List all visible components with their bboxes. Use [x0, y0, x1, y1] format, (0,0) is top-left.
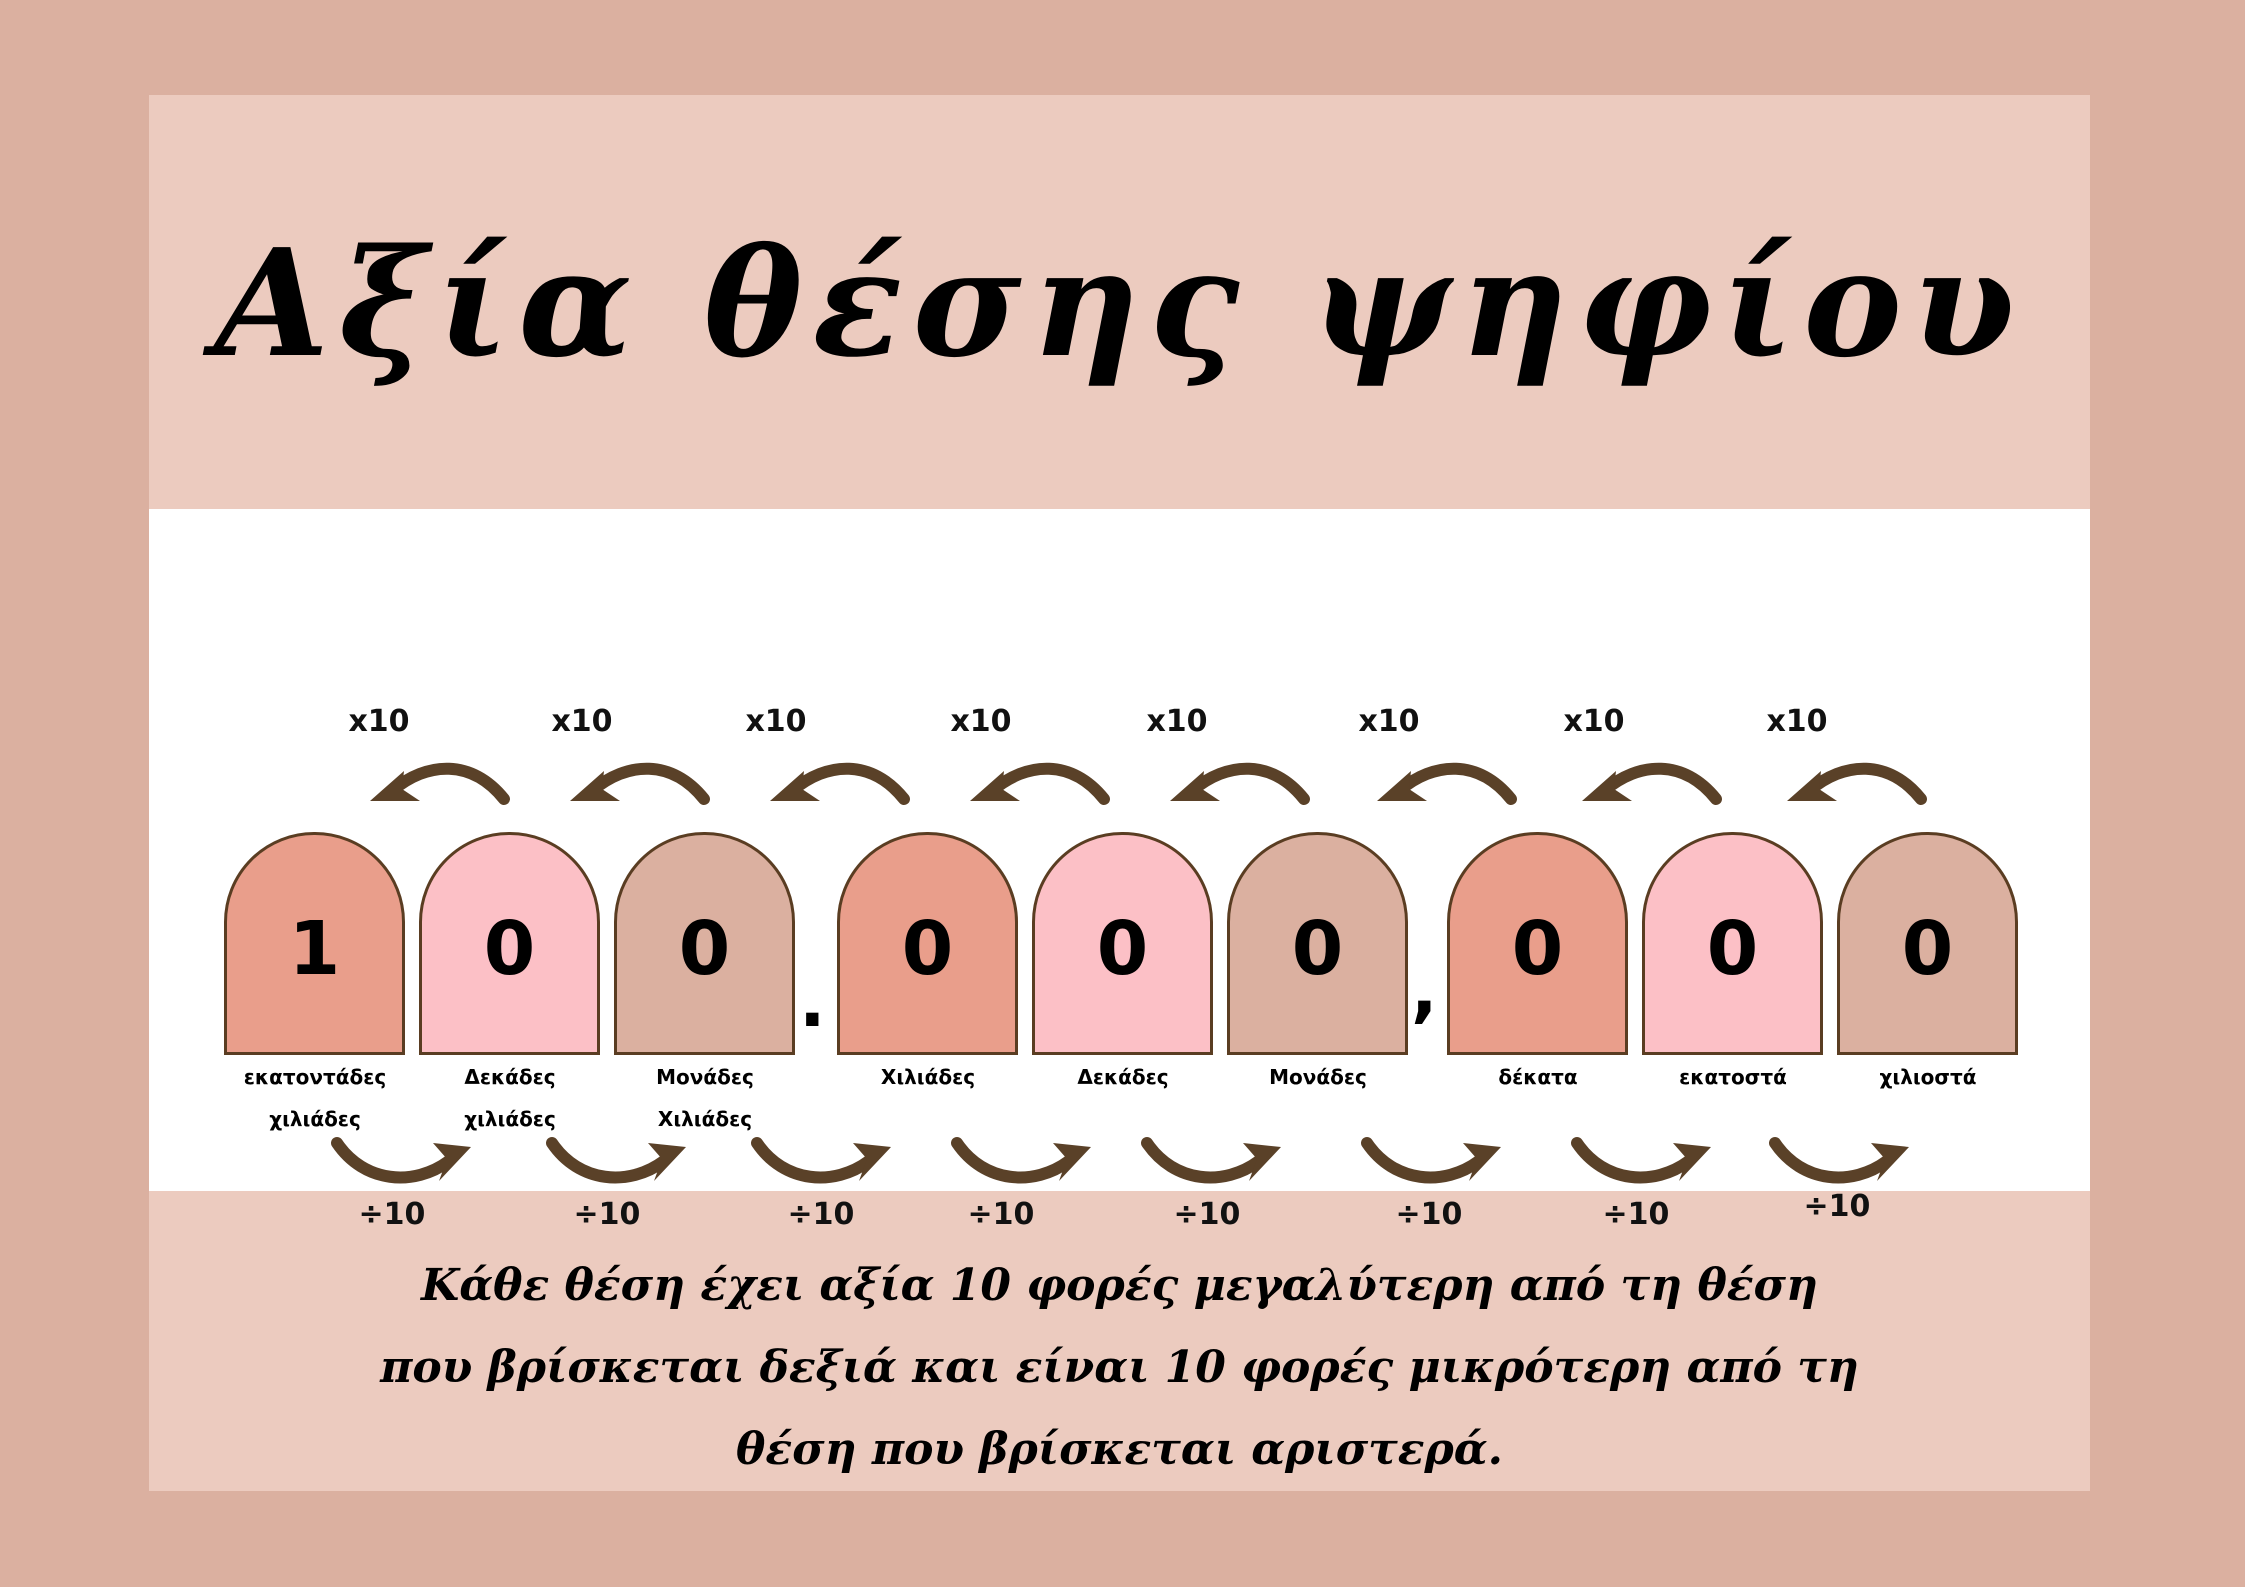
divide-label: ÷10	[967, 1197, 1035, 1232]
place-label: δέκατα	[1443, 1056, 1633, 1098]
curved-arrow-right-icon	[1571, 1137, 1711, 1184]
digit-arch: 0	[1447, 832, 1628, 1055]
multiply-label: x10	[348, 704, 410, 739]
curved-arrow-left-icon	[1170, 762, 1310, 805]
place-label-line: εκατοστά	[1679, 1065, 1787, 1089]
multiply-label: x10	[1766, 704, 1828, 739]
curved-arrow-right-icon	[951, 1137, 1091, 1184]
curved-arrow-right-icon	[1361, 1137, 1501, 1184]
digit: 0	[901, 905, 954, 992]
multiply-label: x10	[1563, 704, 1625, 739]
place-label: εκατοστά	[1638, 1056, 1828, 1098]
digit: 0	[1706, 905, 1759, 992]
place-label-line: εκατοντάδες	[243, 1065, 387, 1089]
note-line: Κάθε θέση έχει αξία 10 φορές μεγαλύτερη …	[421, 1260, 1818, 1311]
place-label-line: Δεκάδες	[1077, 1065, 1169, 1089]
curved-arrow-right-icon	[751, 1137, 891, 1184]
place-label: Χιλιάδες	[833, 1056, 1023, 1098]
place-label-line: Μονάδες	[1269, 1065, 1367, 1089]
place-label-line: χιλιάδες	[269, 1107, 361, 1131]
divide-label: ÷10	[358, 1197, 426, 1232]
place-label: Δεκάδες χιλιάδες	[415, 1056, 605, 1140]
digit-arch: 0	[1227, 832, 1408, 1055]
place-label: Μονάδες	[1223, 1056, 1413, 1098]
place-label: εκατοντάδες χιλιάδες	[220, 1056, 410, 1140]
divide-label: ÷10	[1173, 1197, 1241, 1232]
place-label-line: χιλιάδες	[464, 1107, 556, 1131]
digit: 1	[288, 905, 341, 992]
divide-label: ÷10	[1395, 1197, 1463, 1232]
digit-arch: 0	[614, 832, 795, 1055]
multiply-label: x10	[745, 704, 807, 739]
divide-label: ÷10	[1602, 1197, 1670, 1232]
digit-arch: 0	[419, 832, 600, 1055]
curved-arrow-left-icon	[770, 762, 910, 805]
digit: 0	[1096, 905, 1149, 992]
thousands-separator: .	[799, 961, 826, 1043]
note-line: που βρίσκεται δεξιά και είναι 10 φορές μ…	[380, 1342, 1859, 1393]
explanation-note: Κάθε θέση έχει αξία 10 φορές μεγαλύτερη …	[149, 1245, 2090, 1491]
curved-arrow-right-icon	[1141, 1137, 1281, 1184]
place-label-line: Μονάδες	[656, 1065, 754, 1089]
curved-arrow-right-icon	[1769, 1137, 1909, 1184]
digit: 0	[1901, 905, 1954, 992]
digit-arch: 0	[1032, 832, 1213, 1055]
curved-arrow-right-icon	[331, 1137, 471, 1184]
digit-arch: 0	[837, 832, 1018, 1055]
place-label: Δεκάδες	[1028, 1056, 1218, 1098]
poster-panel: Αξία θέσης ψηφίου 1 0 0 0 0 0 0 0 0., εκατοντάδες…	[149, 95, 2090, 1491]
place-label-line: δέκατα	[1498, 1065, 1578, 1089]
place-label-line: Δεκάδες	[464, 1065, 556, 1089]
place-label-line: χιλιοστά	[1879, 1065, 1977, 1089]
page-title: Αξία θέσης ψηφίου	[214, 215, 2025, 390]
divide-label: ÷10	[1803, 1189, 1871, 1224]
divide-label: ÷10	[573, 1197, 641, 1232]
digit: 0	[1511, 905, 1564, 992]
place-label-line: Χιλιάδες	[657, 1107, 753, 1131]
decimal-separator: ,	[1411, 949, 1438, 1031]
divide-label: ÷10	[787, 1197, 855, 1232]
digit: 0	[1291, 905, 1344, 992]
digit-arch: 1	[224, 832, 405, 1055]
place-value-band: 1 0 0 0 0 0 0 0 0., εκατοντάδες χιλιάδες Δεκάδες χιλ…	[149, 509, 2090, 1232]
curved-arrow-right-icon	[546, 1137, 686, 1184]
multiply-label: x10	[1146, 704, 1208, 739]
digit: 0	[678, 905, 731, 992]
curved-arrow-left-icon	[1787, 762, 1927, 805]
curved-arrow-left-icon	[370, 762, 510, 805]
place-label-line: Χιλιάδες	[880, 1065, 976, 1089]
digit-arch: 0	[1837, 832, 2018, 1055]
curved-arrow-left-icon	[1377, 762, 1517, 805]
digit: 0	[483, 905, 536, 992]
multiply-label: x10	[1358, 704, 1420, 739]
place-label: χιλιοστά	[1833, 1056, 2023, 1098]
note-line: θέση που βρίσκεται αριστερά.	[736, 1424, 1503, 1475]
multiply-label: x10	[950, 704, 1012, 739]
curved-arrow-left-icon	[970, 762, 1110, 805]
curved-arrow-left-icon	[570, 762, 710, 805]
digit-arch: 0	[1642, 832, 1823, 1055]
multiply-label: x10	[551, 704, 613, 739]
curved-arrow-left-icon	[1582, 762, 1722, 805]
